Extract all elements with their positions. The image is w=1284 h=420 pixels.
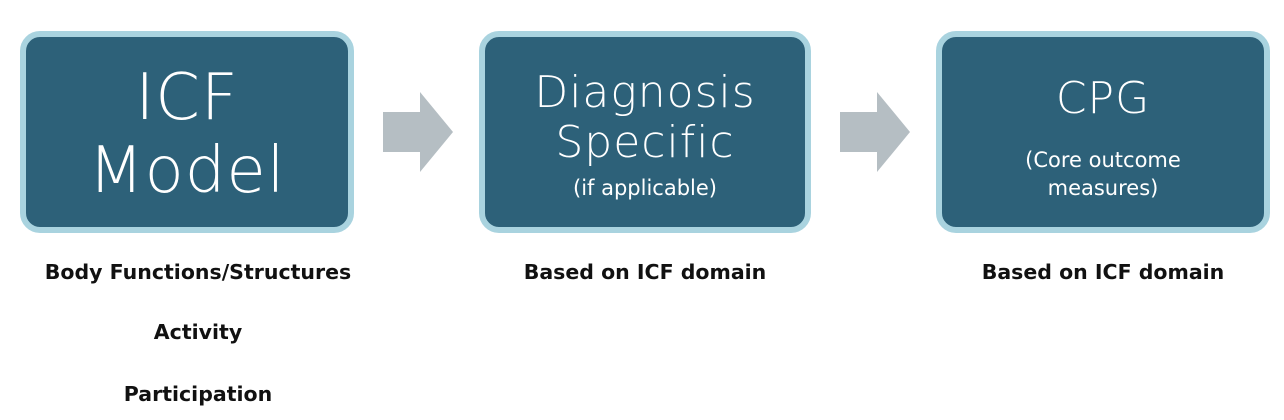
diagnosis-specific-box: Diagnosis Specific (if applicable) xyxy=(479,31,811,233)
diagnosis-title-line2: Specific xyxy=(555,117,735,168)
cpg-box: CPG (Core outcome measures) xyxy=(936,31,1270,233)
caption-cpg-based-on-icf: Based on ICF domain xyxy=(981,260,1225,284)
caption-diagnosis-based-on-icf: Based on ICF domain xyxy=(523,260,767,284)
diagnosis-title-line1: Diagnosis xyxy=(534,67,756,118)
icf-model-title-line1: ICF xyxy=(135,61,239,135)
cpg-subtitle-line1: (Core outcome xyxy=(1025,148,1181,172)
caption-activity: Activity xyxy=(153,320,243,344)
cpg-subtitle-line2: measures) xyxy=(1047,176,1159,200)
caption-body-functions-structures: Body Functions/Structures xyxy=(44,260,352,284)
cpg-title: CPG xyxy=(1055,73,1151,124)
diagnosis-subtitle: (if applicable) xyxy=(573,176,717,200)
caption-participation: Participation xyxy=(123,382,273,406)
arrow-right-icon xyxy=(383,92,453,172)
arrow-right-icon xyxy=(840,92,910,172)
icf-model-title-line2: Model xyxy=(88,134,286,208)
icf-model-box: ICF Model xyxy=(20,31,354,233)
